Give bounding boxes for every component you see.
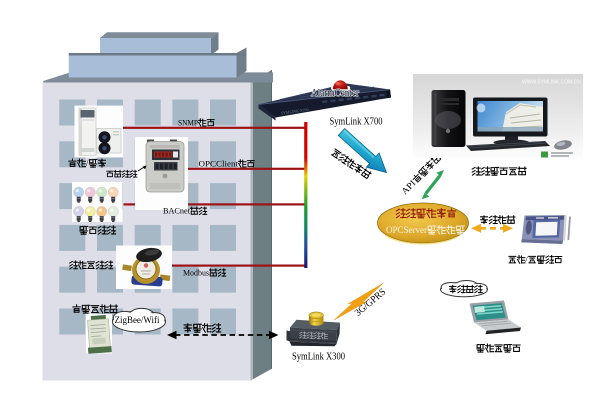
svg-text:ZigBee/Wifi: ZigBee/Wifi bbox=[115, 315, 160, 326]
svg-text:SymLink X300: SymLink X300 bbox=[292, 352, 345, 363]
svg-text:Modbus: Modbus bbox=[183, 267, 209, 277]
svg-text:WWW.SYMLINK.COM.CN: WWW.SYMLINK.COM.CN bbox=[522, 80, 581, 86]
svg-text:SYMLINK X700: SYMLINK X700 bbox=[280, 107, 309, 116]
svg-text:SNMP: SNMP bbox=[178, 117, 198, 127]
svg-text:/: / bbox=[86, 158, 89, 168]
svg-text:/: / bbox=[525, 254, 528, 264]
svg-text:AlarmCenter: AlarmCenter bbox=[311, 88, 360, 99]
svg-text:SymLink X700: SymLink X700 bbox=[330, 117, 383, 128]
svg-text:OPCServer: OPCServer bbox=[386, 226, 428, 236]
svg-text:OPCClient: OPCClient bbox=[199, 158, 239, 168]
svg-text:BACnet: BACnet bbox=[163, 206, 191, 216]
